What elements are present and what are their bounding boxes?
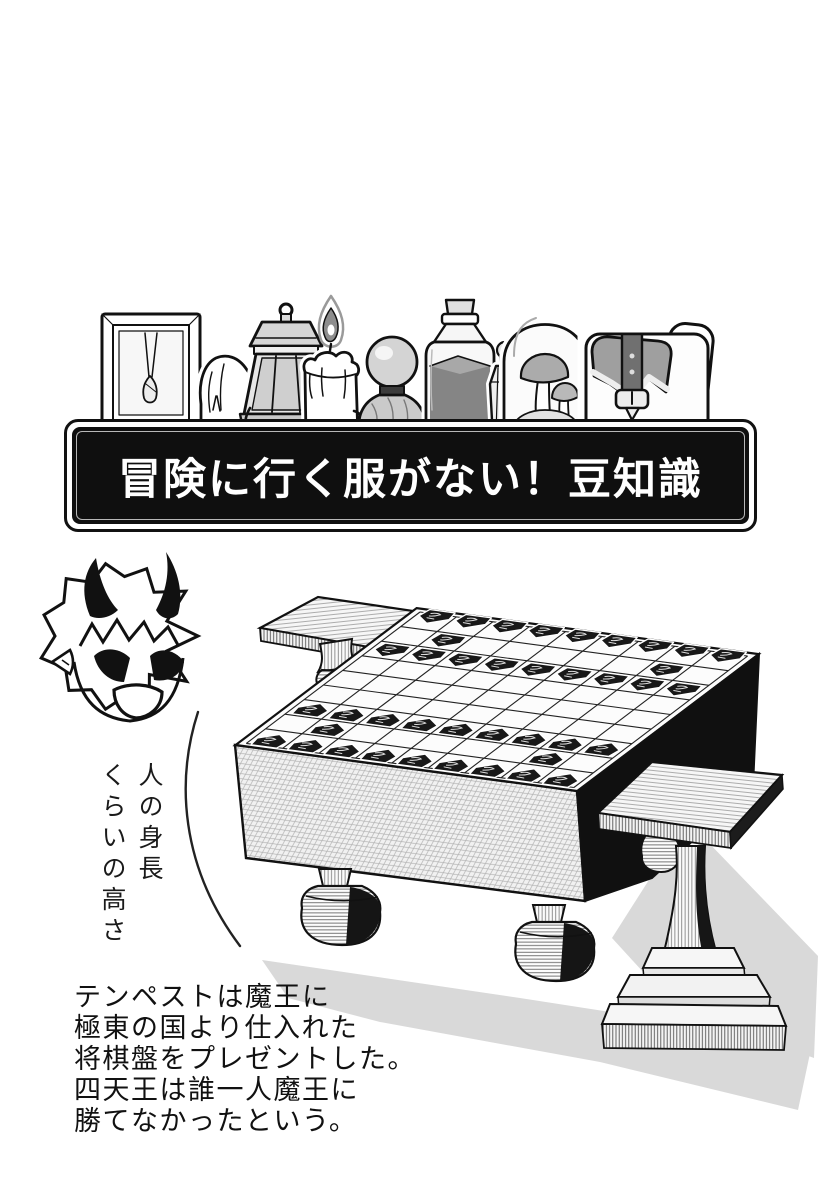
backpack-icon: [577, 313, 719, 451]
shogi-piece: [285, 737, 331, 753]
trivia-line: テンペストは魔王に: [74, 982, 331, 1013]
trivia-line: 将棋盤をプレゼントした。: [74, 1044, 416, 1075]
vertical-caption-col2: くらいの高さ: [98, 762, 127, 948]
shogi-piece: [484, 619, 530, 635]
framed-pendant-icon: [95, 307, 207, 437]
title-banner: 冒険に行く服がない！豆知識: [64, 419, 757, 532]
shogi-piece: [358, 747, 404, 763]
shogi-piece: [399, 716, 445, 732]
left-horn-icon: [84, 558, 118, 618]
shogi-piece: [513, 662, 559, 678]
shogi-piece: [630, 639, 676, 655]
shogi-piece: [435, 721, 481, 737]
shogi-piece: [472, 726, 518, 742]
demon-head-illustration: [38, 552, 202, 723]
page-title: 冒険に行く服がない！豆知識: [118, 454, 703, 505]
board-leg: [514, 903, 596, 983]
shogi-piece: [581, 741, 627, 757]
shogi-piece: [540, 772, 586, 788]
vertical-caption: 人の身長 くらいの高さ: [94, 762, 168, 1002]
trivia-text: テンペストは魔王に 極東の国より仕入れた 将棋盤をプレゼントした。 四天王は誰一…: [74, 982, 416, 1137]
right-piece-stand: [595, 760, 788, 1051]
vertical-caption-col1: 人の身長: [135, 762, 164, 886]
left-eye-icon: [94, 649, 130, 682]
shogi-piece: [448, 614, 494, 630]
shogi-piece: [545, 736, 591, 752]
shogi-piece: [431, 757, 477, 773]
shogi-piece: [367, 643, 413, 659]
candle-icon: [299, 294, 364, 443]
shogi-piece: [641, 663, 687, 679]
shogi-piece: [404, 648, 450, 664]
shogi-piece: [525, 750, 571, 766]
board-rear-foot: [640, 830, 681, 874]
shogi-piece: [521, 624, 567, 640]
shogi-piece: [467, 762, 513, 778]
shogi-piece: [508, 731, 554, 747]
shogi-piece: [394, 752, 440, 768]
shogi-piece: [322, 742, 368, 758]
shogi-piece: [440, 653, 486, 669]
trivia-line: 極東の国より仕入れた: [74, 1013, 359, 1044]
shogi-piece: [622, 677, 668, 693]
shogi-piece: [594, 634, 640, 650]
shogi-piece: [423, 633, 469, 649]
title-banner-plate: 冒険に行く服がない！豆知識: [72, 427, 749, 524]
shogi-piece: [363, 711, 409, 727]
shogi-piece: [557, 629, 603, 645]
height-indicator-curve: [184, 710, 242, 948]
right-eye-icon: [150, 650, 184, 681]
shogi-piece: [412, 609, 458, 625]
face-outline: [72, 657, 185, 723]
board-leg: [300, 868, 382, 947]
shogi-piece: [659, 682, 705, 698]
shogi-piece: [549, 667, 595, 683]
shogi-piece: [249, 732, 295, 748]
corked-jar-icon: [421, 295, 499, 445]
shogi-piece: [307, 721, 353, 737]
hair-bangs: [78, 617, 180, 647]
trivia-line: 四天王は誰一人魔王に: [74, 1075, 359, 1106]
shogi-piece: [504, 767, 550, 783]
ear-icon: [49, 648, 75, 676]
shogi-piece: [703, 648, 749, 664]
right-horn-icon: [156, 552, 181, 619]
shogi-piece: [586, 672, 632, 688]
trivia-line: 勝てなかったという。: [74, 1106, 358, 1137]
shogi-piece: [290, 702, 336, 718]
mouth-icon: [112, 683, 164, 720]
shogi-board-table: [235, 608, 759, 903]
shogi-piece: [477, 658, 523, 674]
shogi-piece: [666, 644, 712, 660]
shogi-piece: [326, 706, 372, 722]
